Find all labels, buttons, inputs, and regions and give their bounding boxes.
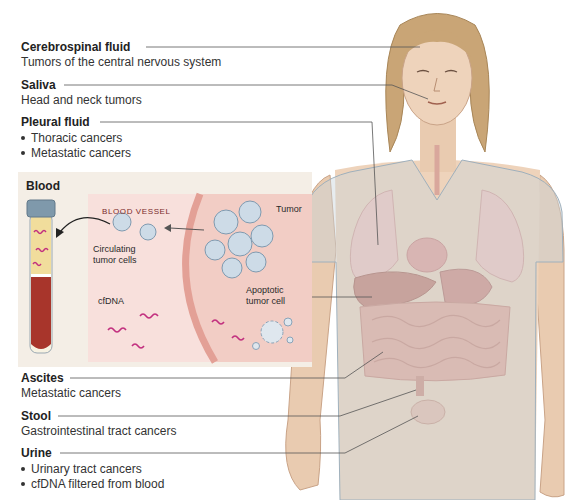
cfdna-fragment: [132, 344, 144, 348]
cancer-type: Thoracic cancers: [30, 131, 123, 145]
fluid-name: Pleural fluid: [20, 115, 91, 129]
fluid-name: Saliva: [20, 78, 57, 92]
tumor-cell: [246, 252, 266, 272]
bullet-dot: [21, 482, 25, 486]
eye: [445, 71, 457, 73]
trachea: [435, 145, 440, 195]
cfdna-fragment: [34, 231, 46, 234]
cancer-type: Urinary tract cancers: [30, 462, 143, 476]
fluid-name: Ascites: [20, 371, 65, 385]
cfdna-fragment: [212, 320, 224, 324]
cfdna-fragment: [36, 249, 48, 252]
node-heading: Blood: [26, 179, 60, 193]
apoptotic-cell: [261, 321, 283, 343]
vessel-lumen: [88, 194, 215, 362]
cfdna-fragment: [140, 314, 158, 318]
buffy-coat: [31, 274, 51, 277]
apoptotic-bleb: [253, 343, 260, 350]
plasma: [31, 216, 51, 274]
tumor-cell: [214, 210, 238, 234]
nose: [434, 78, 440, 91]
cancer-type: Metastatic cancers: [20, 386, 122, 400]
apoptotic-bleb: [287, 337, 293, 343]
tube-cap: [27, 200, 55, 217]
illustration-label: Tumor: [276, 204, 302, 215]
leader-line: [312, 297, 372, 298]
arrow-head: [164, 224, 171, 232]
bullet-dot: [21, 151, 25, 155]
hair-fringe: [402, 30, 472, 58]
vessel-inset: BLOOD VESSEL: [88, 194, 312, 362]
tumor-cell: [222, 258, 242, 278]
tissue-ground: [88, 194, 312, 362]
circulating-cell: [140, 224, 156, 240]
cancer-type: Head and neck tumors: [20, 93, 143, 107]
cfdna-fragment: [108, 328, 126, 332]
cancer-type: Metastatic cancers: [30, 146, 132, 160]
panel-ground: [18, 172, 312, 367]
arrow-head: [56, 228, 64, 238]
illustration-label: Circulating tumor cells: [93, 244, 151, 266]
tumor-cell: [251, 225, 273, 247]
bullet-dot: [21, 136, 25, 140]
tumor-cell: [228, 232, 252, 256]
bullet-dot: [21, 467, 25, 471]
illustration-label: cfDNA: [98, 296, 124, 307]
red-cells: [31, 277, 51, 349]
blood-tube: [30, 213, 52, 353]
tumor-cell: [205, 240, 225, 260]
leader-line: [146, 47, 420, 48]
fluid-name: Urine: [20, 446, 53, 460]
cancer-type: cfDNA filtered from blood: [30, 477, 165, 491]
migration-arrow: [170, 228, 204, 230]
cfdna-fragment: [33, 263, 41, 266]
cfdna-fragment: [232, 336, 244, 340]
fluid-name: Stool: [20, 409, 52, 423]
eye: [417, 71, 429, 73]
cancer-type: Gastrointestinal tract cancers: [20, 424, 177, 438]
apoptotic-bleb: [284, 318, 292, 326]
illustration-label: Apoptotic tumor cell: [246, 285, 308, 307]
cancer-type: Tumors of the central nervous system: [20, 55, 222, 69]
fluid-name: Cerebrospinal fluid: [20, 40, 131, 54]
tumor-cell: [239, 201, 261, 223]
vessel-wall: [186, 194, 215, 362]
curved-arrow: [60, 218, 110, 232]
mouth: [428, 102, 446, 104]
gown: [303, 160, 563, 500]
blood-panel: BloodBLOOD VESSEL: [18, 172, 312, 367]
node-heading: BLOOD VESSEL: [102, 207, 171, 217]
